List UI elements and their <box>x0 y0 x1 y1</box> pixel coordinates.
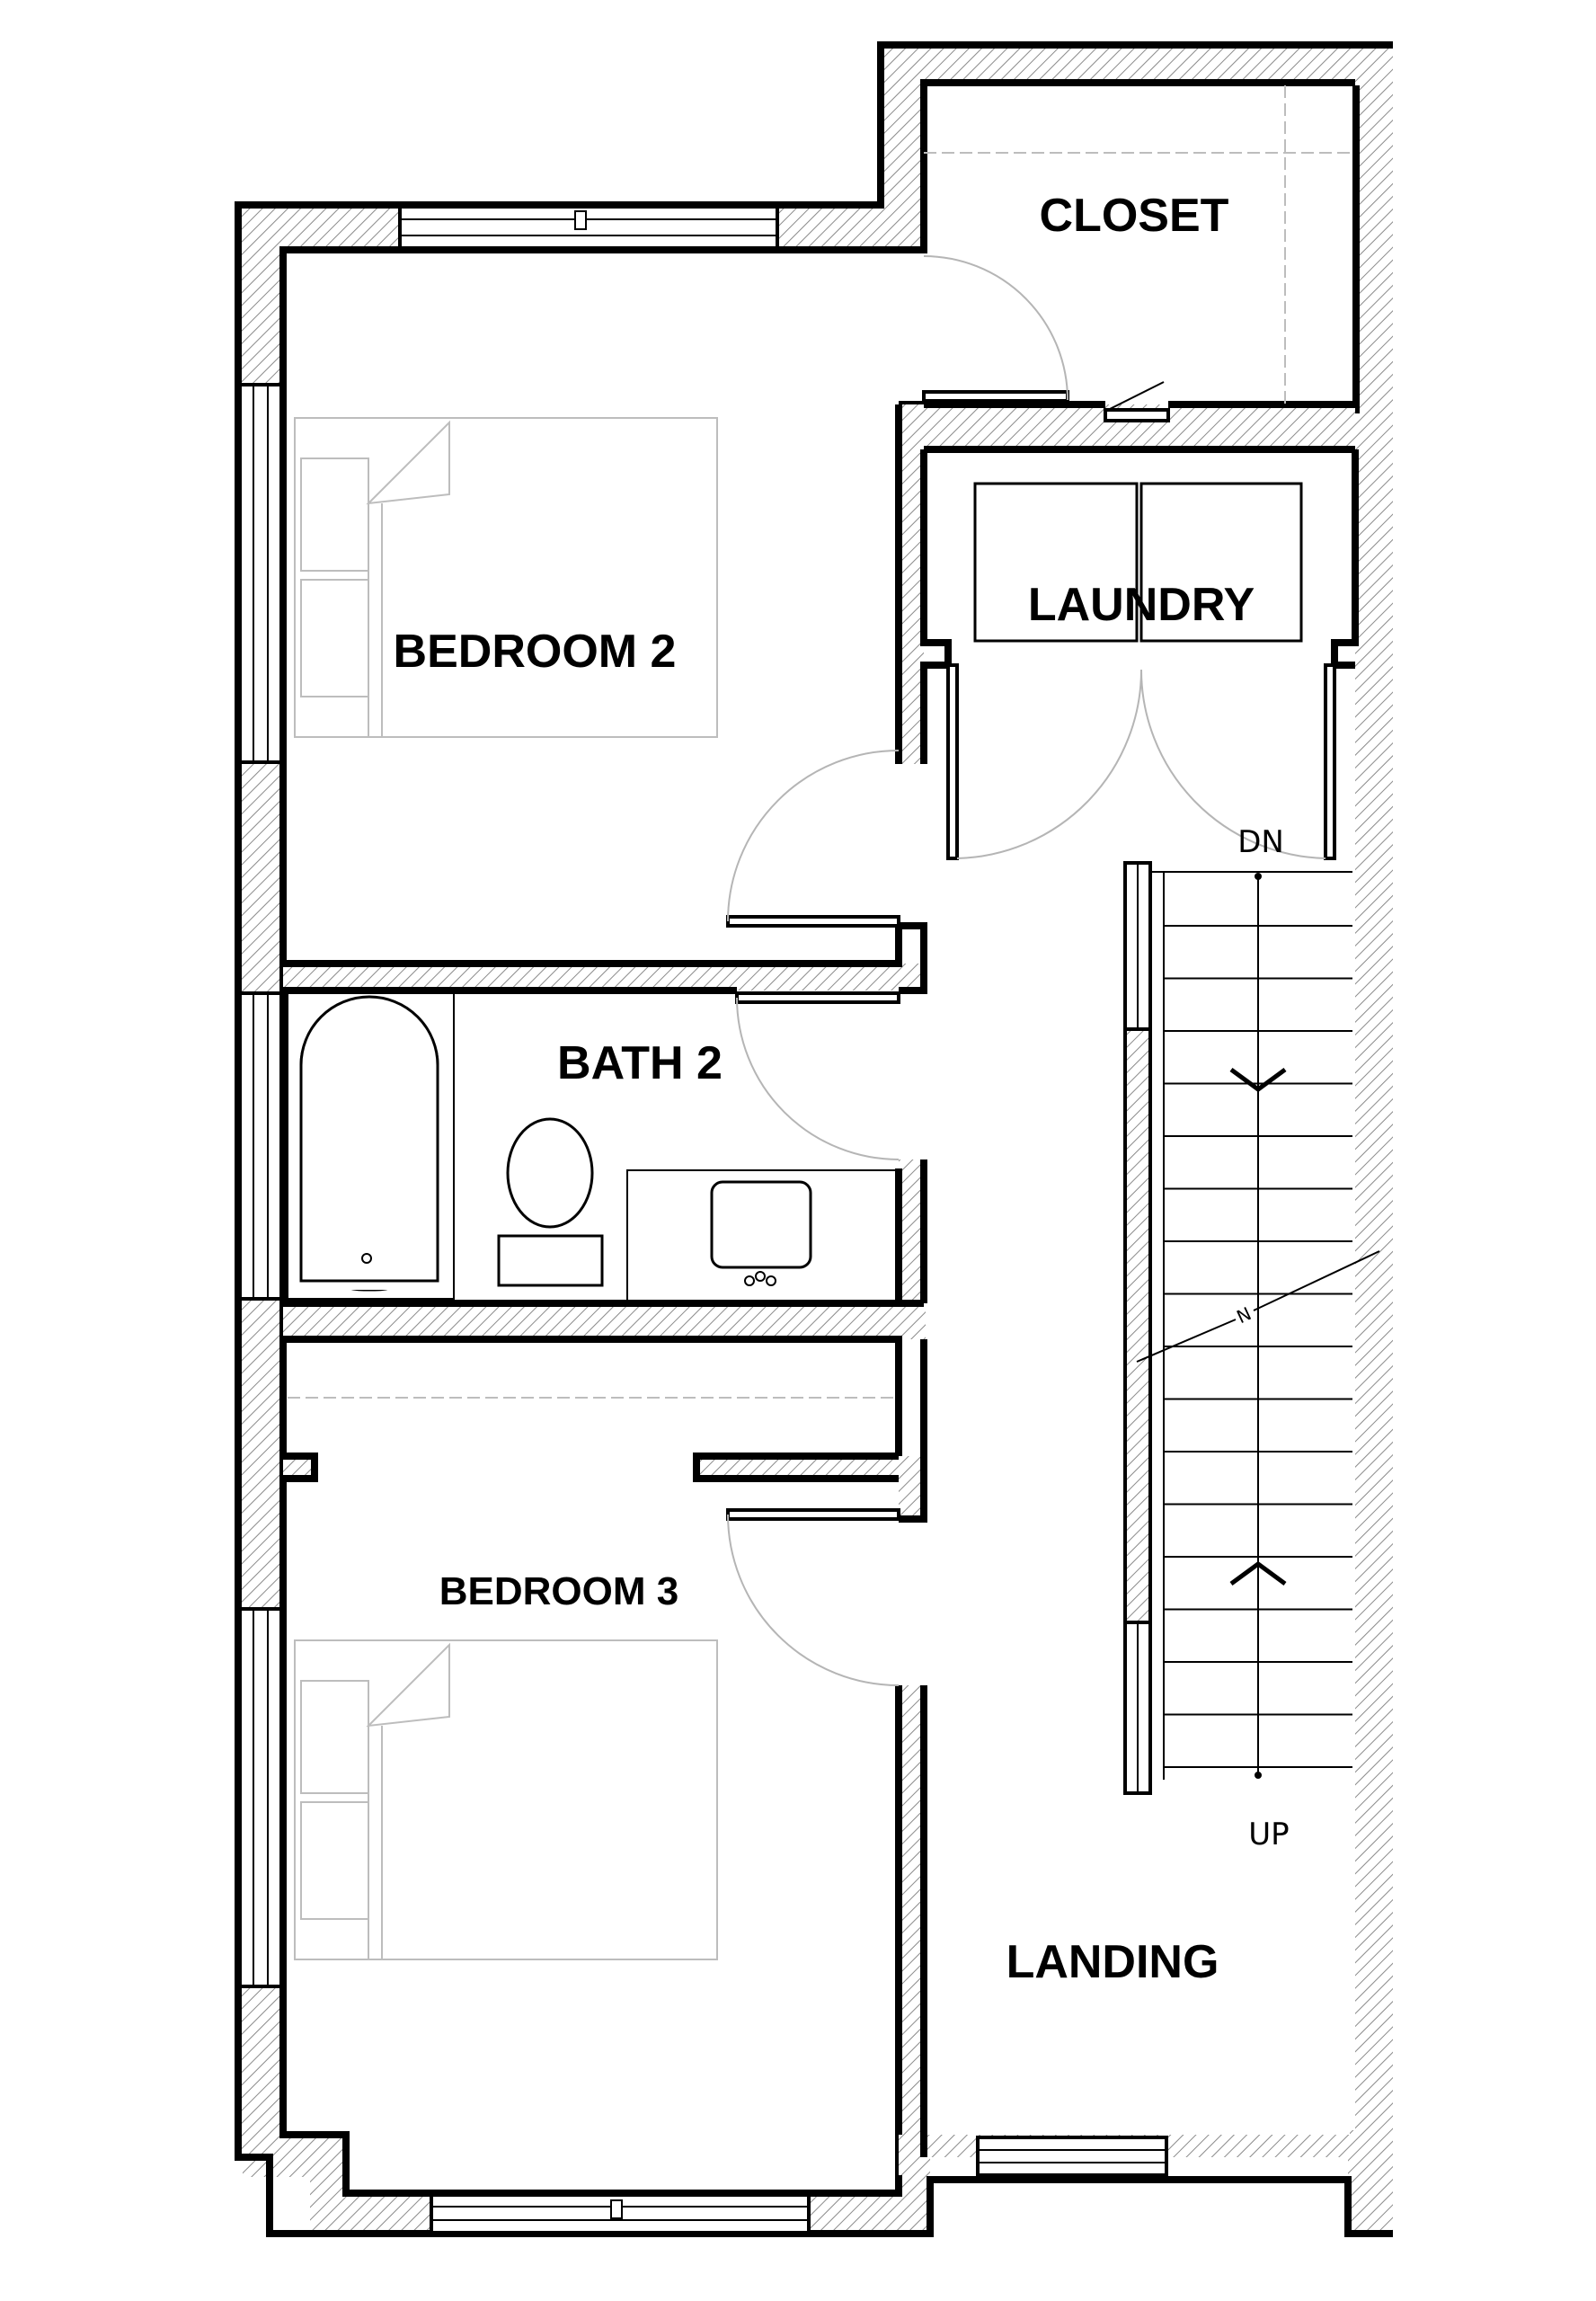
stair-railing <box>1123 861 1352 1795</box>
bath-door <box>735 991 900 1160</box>
stair-break-mark: N <box>1233 1302 1255 1328</box>
hall-door-bedroom2 <box>726 750 900 928</box>
bedroom3-jamb-right-outline <box>693 1339 927 1523</box>
window-left-upper <box>238 383 283 764</box>
window-left-bath <box>238 991 283 1301</box>
bedroom2-bath-wall-outline <box>283 922 927 994</box>
closet-wall-bottom <box>899 404 1355 449</box>
window-left-lower <box>238 1607 283 1988</box>
room-label-bedroom3: BEDROOM 3 <box>439 1569 678 1613</box>
bedroom2-door <box>922 255 1069 403</box>
bedroom3-door <box>726 1508 900 1686</box>
laundry-doors <box>946 663 1336 860</box>
stair-label-down: DN <box>1237 824 1284 860</box>
room-label-bedroom2: BEDROOM 2 <box>394 626 677 678</box>
bedroom3-wall-right <box>899 1685 924 2175</box>
window-bottom <box>430 2193 811 2234</box>
vanity-sink <box>626 1169 900 1302</box>
bedroom3-jamb-right <box>696 1456 924 1519</box>
stair-label-up: UP <box>1248 1817 1289 1852</box>
bedroom3-wall-right-outline <box>895 1685 927 2157</box>
bedroom3-jamb-left-outline <box>283 1453 318 1482</box>
laundry-wall-left-outline <box>895 404 952 764</box>
closet-wall-right <box>1352 85 1360 413</box>
closet-door <box>1104 381 1170 422</box>
bed-bedroom3 <box>294 1639 718 1960</box>
window-top <box>398 205 779 250</box>
bed-bedroom2 <box>294 417 718 738</box>
stair-break-line <box>1136 1250 1380 1363</box>
room-label-laundry: LAUNDRY <box>1028 579 1255 631</box>
toilet <box>497 1117 604 1287</box>
laundry-wall-right-outline <box>1331 449 1359 669</box>
bedroom2-bath-wall <box>283 964 926 991</box>
bathtub <box>287 992 455 1300</box>
closet-wall-bottom-outline <box>899 401 1355 453</box>
room-label-landing: LANDING <box>1006 1936 1219 1988</box>
exterior-wall-outline-bottom <box>310 2176 1393 2237</box>
room-label-bath2: BATH 2 <box>557 1037 723 1089</box>
bath-bedroom3-wall <box>283 1303 926 1339</box>
stair-direction-arrow <box>1229 873 1287 1779</box>
laundry-wall-left <box>899 404 924 764</box>
room-label-closet: CLOSET <box>1040 190 1229 242</box>
window-landing <box>976 2136 1168 2177</box>
laundry-machines <box>973 482 1303 643</box>
bath-bedroom3-wall-outline <box>283 1300 924 1456</box>
bath-wall-right <box>899 1159 924 1303</box>
